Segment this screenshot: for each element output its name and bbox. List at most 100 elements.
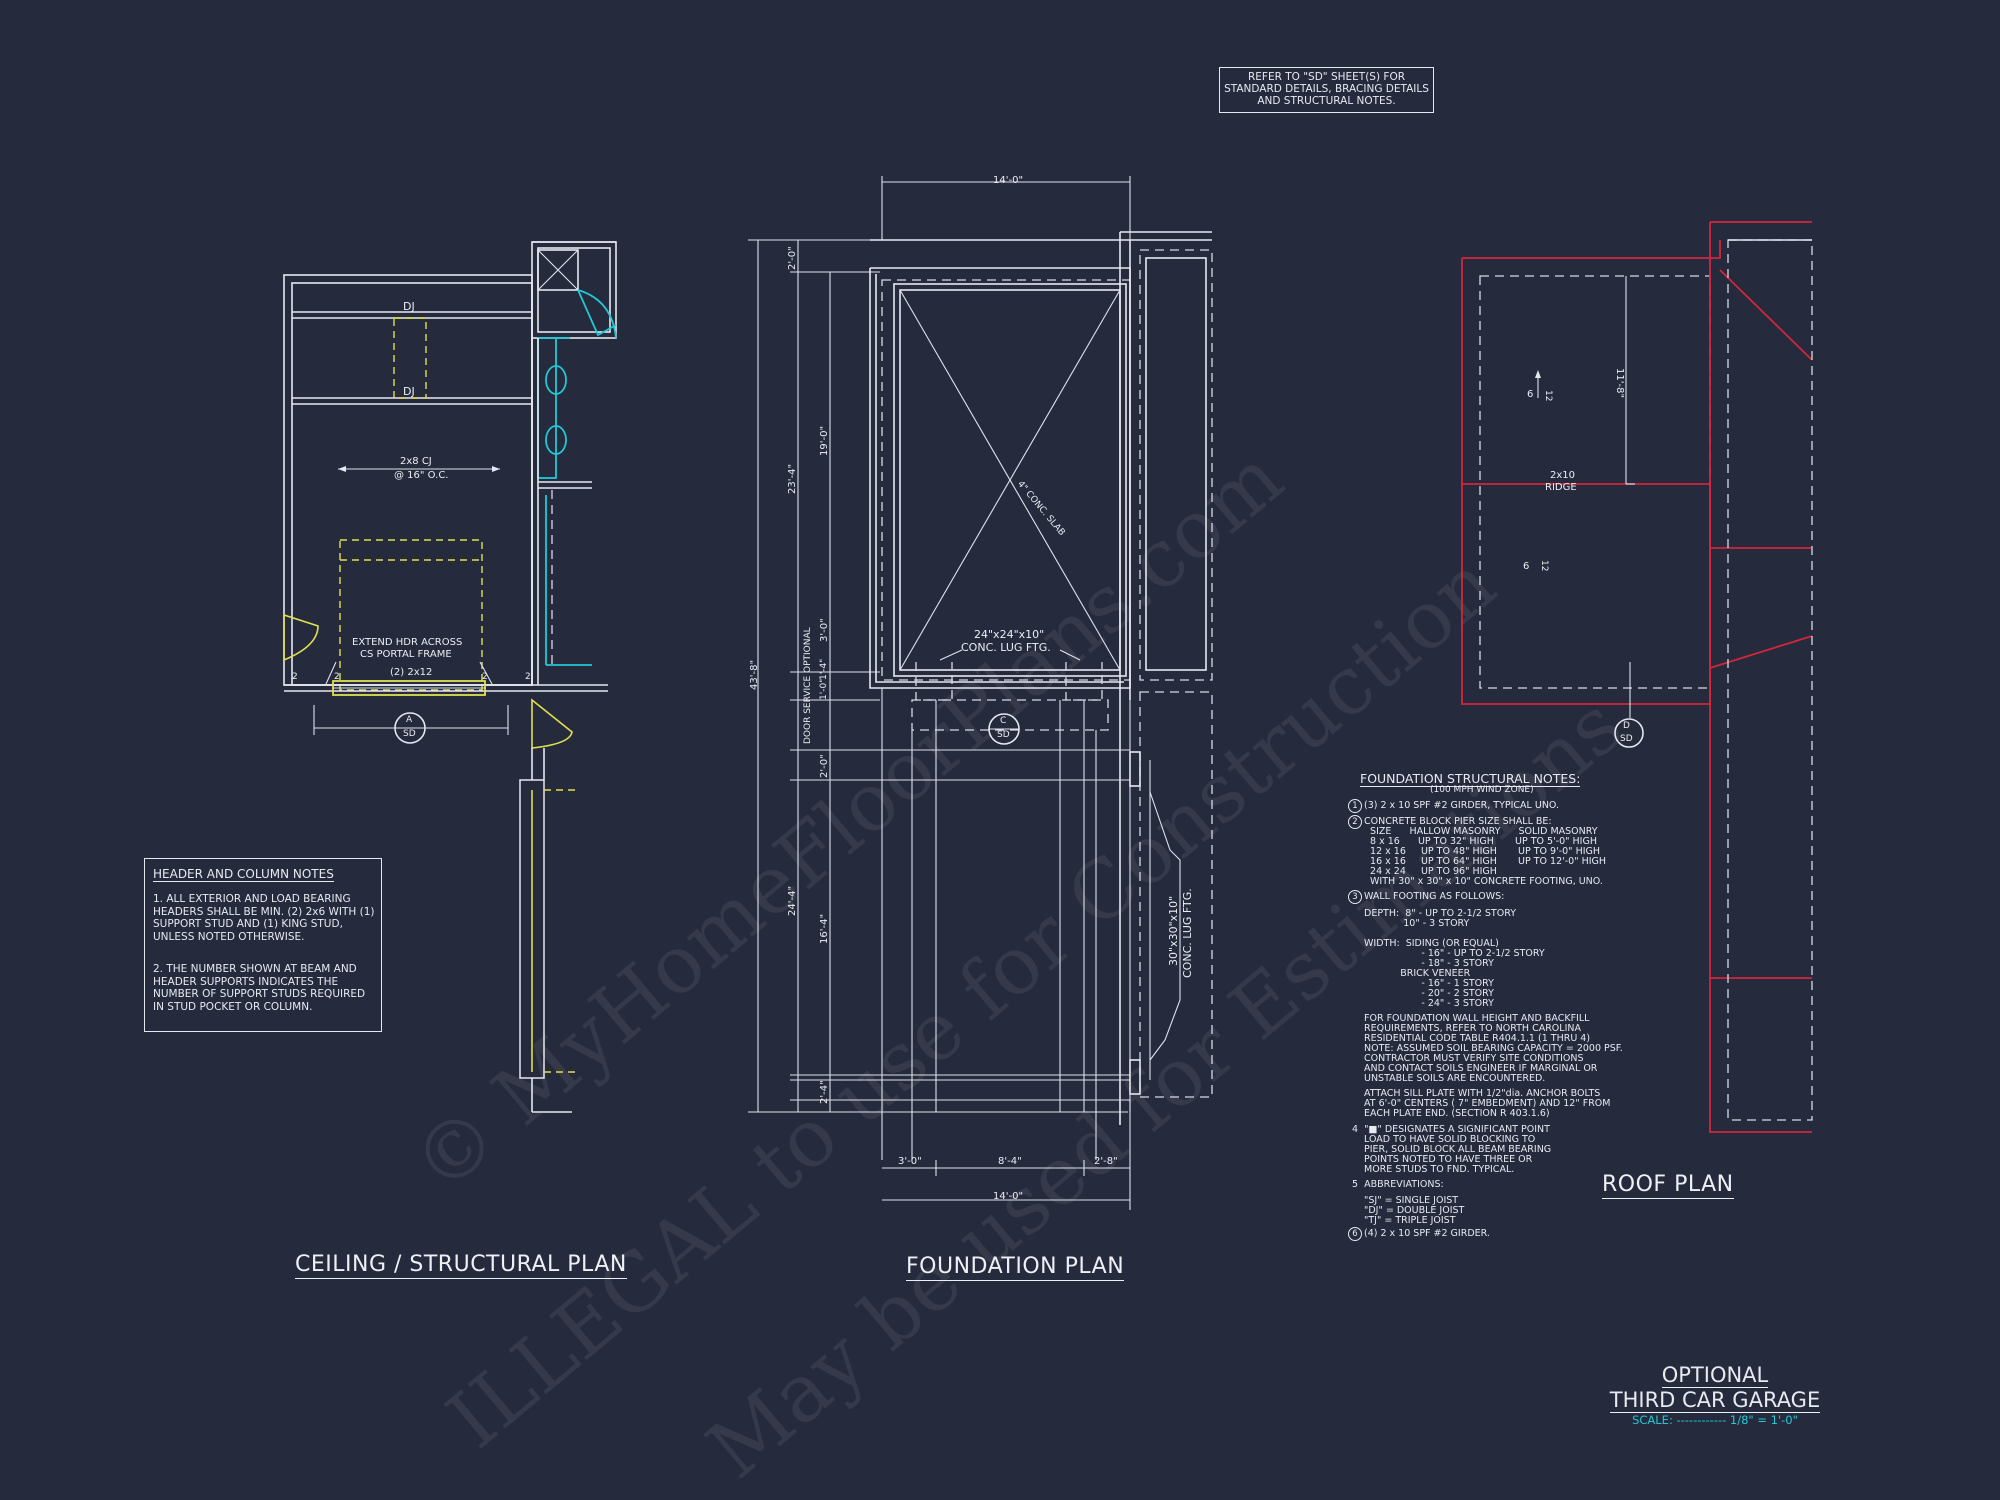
foundation-note-line: REQUIREMENTS, REFER TO NORTH CAROLINA [1364,1023,1581,1034]
foundation-note-line: (3) 2 x 10 SPF #2 GIRDER, TYPICAL UNO. [1364,800,1560,811]
foundation-note-line: - 24" - 3 STORY [1364,998,1494,1009]
foundation-top-dim: 14'-0" [993,175,1024,186]
sd-reference-note: REFER TO "SD" SHEET(S) FOR STANDARD DETA… [1219,67,1434,113]
foundation-vert-19-0: 19'-0" [819,425,830,456]
roof-dim-11-8: 11'-8" [1614,368,1625,399]
foundation-note-line: CONCRETE BLOCK PIER SIZE SHALL BE: [1364,816,1552,827]
foundation-note-line: "TJ" = TRIPLE JOIST [1364,1215,1456,1226]
foundation-vert-24-4: 24'-4" [787,885,798,916]
stud-count-mid-left: 2 [334,672,340,682]
foundation-vert-2-4: 2'-4" [819,1080,830,1104]
foundation-note-line: MORE STUDS TO FND. TYPICAL. [1364,1164,1515,1175]
door-service-optional-note: DOOR SERVICE OPTIONAL [803,627,813,744]
foundation-vert-2-0-top: 2'-0" [787,246,798,270]
header-column-note-1: 1. ALL EXTERIOR AND LOAD BEARING HEADERS… [153,893,375,943]
foundation-vert-1-0: 1'-0" [819,678,829,700]
note-marker-6: 6 [1348,1227,1365,1241]
sheet-title-line-2: THIRD CAR GARAGE [1609,1388,1821,1413]
foundation-dim-8-4: 8'-4" [998,1156,1022,1167]
header-extend-note-2: CS PORTAL FRAME [360,649,452,660]
foundation-dim-2-8: 2'-8" [1094,1156,1118,1167]
foundation-notes-title: FOUNDATION STRUCTURAL NOTES: [1360,771,1581,787]
foundation-note-line: 16 x 16 UP TO 64" HIGH UP TO 12'-0" HIGH [1364,856,1607,867]
scale-label: SCALE: ------------ 1/8" = 1'-0" [1632,1413,1798,1427]
ridge-label: RIDGE [1545,482,1577,493]
foundation-note-line: POINTS NOTED TO HAVE THREE OR [1364,1154,1533,1165]
section-bubble-a-top: A [406,715,413,725]
foundation-note-line: 24 x 24 UP TO 96" HIGH [1364,866,1497,877]
foundation-vert-3-0: 3'-0" [819,618,830,642]
foundation-note-line: DEPTH: 8" - UP TO 2-1/2 STORY [1364,908,1517,919]
header-size-label: (2) 2x12 [390,667,433,678]
lug-footing-size-right: 30"x30"x10" [1167,895,1180,966]
lug-footing-size-top: 24"x24"x10" [974,628,1045,641]
foundation-note-line: - 18" - 3 STORY [1364,958,1494,969]
roof-pitch-2: 6 [1523,561,1530,572]
header-column-notes-title: HEADER AND COLUMN NOTES [153,867,334,882]
foundation-note-line: "SJ" = SINGLE JOIST [1364,1195,1459,1206]
foundation-dim-3-0: 3'-0" [898,1156,922,1167]
foundation-note-line: - 16" - 1 STORY [1364,978,1494,989]
foundation-note-line: BRICK VENEER [1364,968,1471,979]
foundation-note-line: UNSTABLE SOILS ARE ENCOUNTERED. [1364,1073,1546,1084]
foundation-note-line: RESIDENTIAL CODE TABLE R404.1.1 (1 THRU … [1364,1033,1591,1044]
foundation-vert-23-4: 23'-4" [787,463,798,494]
foundation-note-line: WALL FOOTING AS FOLLOWS: [1364,891,1505,902]
stud-count-mid-right: 2 [482,672,488,682]
ceiling-plan-title: CEILING / STRUCTURAL PLAN [295,1252,627,1279]
foundation-vert-2-0-mid: 2'-0" [819,754,830,778]
section-bubble-d-top: D [1623,721,1630,731]
foundation-note-line: 12 x 16 UP TO 48" HIGH UP TO 9'-0" HIGH [1364,846,1601,857]
roof-plan [1461,221,1813,1133]
foundation-note-line: ATTACH SILL PLATE WITH 1/2"dia. ANCHOR B… [1364,1088,1601,1099]
foundation-note-line: CONTRACTOR MUST VERIFY SITE CONDITIONS [1364,1053,1584,1064]
foundation-note-line: 4 "■" DESIGNATES A SIGNIFICANT POINT [1352,1124,1550,1135]
section-bubble-c-top: C [1000,716,1007,726]
sheet-title: OPTIONAL THIRD CAR GARAGE [1580,1363,1850,1413]
foundation-note-line: PIER, SOLID BLOCK ALL BEAM BEARING [1364,1144,1552,1155]
foundation-note-line: AND CONTACT SOILS ENGINEER IF MARGINAL O… [1364,1063,1598,1074]
foundation-vert-16-4: 16'-4" [819,913,830,944]
foundation-note-line: (4) 2 x 10 SPF #2 GIRDER. [1364,1228,1490,1239]
foundation-plan-title: FOUNDATION PLAN [906,1254,1125,1281]
ceiling-plan [283,241,617,1113]
foundation-note-line: "DJ" = DOUBLE JOIST [1364,1205,1465,1216]
foundation-note-line: - 20" - 2 STORY [1364,988,1494,999]
foundation-plan [748,176,1213,1210]
foundation-note-line: FOR FOUNDATION WALL HEIGHT AND BACKFILL [1364,1013,1590,1024]
dj-label-top: DJ [403,300,415,313]
sd-reference-text: REFER TO "SD" SHEET(S) FOR STANDARD DETA… [1224,71,1429,107]
foundation-bottom-dim: 14'-0" [993,1191,1024,1202]
foundation-note-line: EACH PLATE END. (SECTION R 403.1.6) [1364,1108,1550,1119]
note-marker-1: 1 [1348,799,1365,813]
roof-pitch-2-run: 12 [1539,560,1549,572]
stud-count-left: 2 [292,672,298,682]
foundation-note-line: 5 ABBREVIATIONS: [1352,1179,1444,1190]
note-marker-2: 2 [1348,815,1365,829]
sheet-title-line-1: OPTIONAL [1661,1363,1769,1388]
header-extend-note-1: EXTEND HDR ACROSS [352,637,463,648]
foundation-note-line: - 16" - UP TO 2-1/2 STORY [1364,948,1545,959]
roof-pitch-1-run: 12 [1543,390,1553,402]
foundation-note-line: 10" - 3 STORY [1364,918,1470,929]
stud-count-right: 2 [525,672,531,682]
dj-label-bottom: DJ [403,385,415,398]
cj-label-spacing: @ 16" O.C. [394,470,449,481]
ridge-size-label: 2x10 [1550,470,1576,481]
foundation-note-line: WITH 30" x 30" x 10" CONCRETE FOOTING, U… [1364,876,1603,887]
foundation-overall-vert-dim: 43'-8" [749,659,760,690]
lug-footing-note-top: CONC. LUG FTG. [961,641,1051,654]
header-column-notes: HEADER AND COLUMN NOTES 1. ALL EXTERIOR … [144,858,382,1032]
note-marker-3: 3 [1348,890,1365,904]
foundation-notes-subtitle: (100 MPH WIND ZONE) [1430,785,1534,795]
roof-plan-title: ROOF PLAN [1602,1172,1734,1199]
foundation-note-line: NOTE: ASSUMED SOIL BEARING CAPACITY = 20… [1364,1043,1623,1054]
section-bubble-a-bottom: SD [403,729,416,739]
header-column-note-2: 2. THE NUMBER SHOWN AT BEAM AND HEADER S… [153,963,366,1013]
foundation-note-line: WIDTH: SIDING (OR EQUAL) [1364,938,1499,949]
foundation-note-line: LOAD TO HAVE SOLID BLOCKING TO [1364,1134,1536,1145]
foundation-note-line: AT 6'-0" CENTERS ( 7" EMBEDMENT) AND 12"… [1364,1098,1611,1109]
foundation-note-line: SIZE HALLOW MASONRY SOLID MASONRY [1364,826,1598,837]
foundation-vert-1-4: 1'-4" [819,658,829,680]
